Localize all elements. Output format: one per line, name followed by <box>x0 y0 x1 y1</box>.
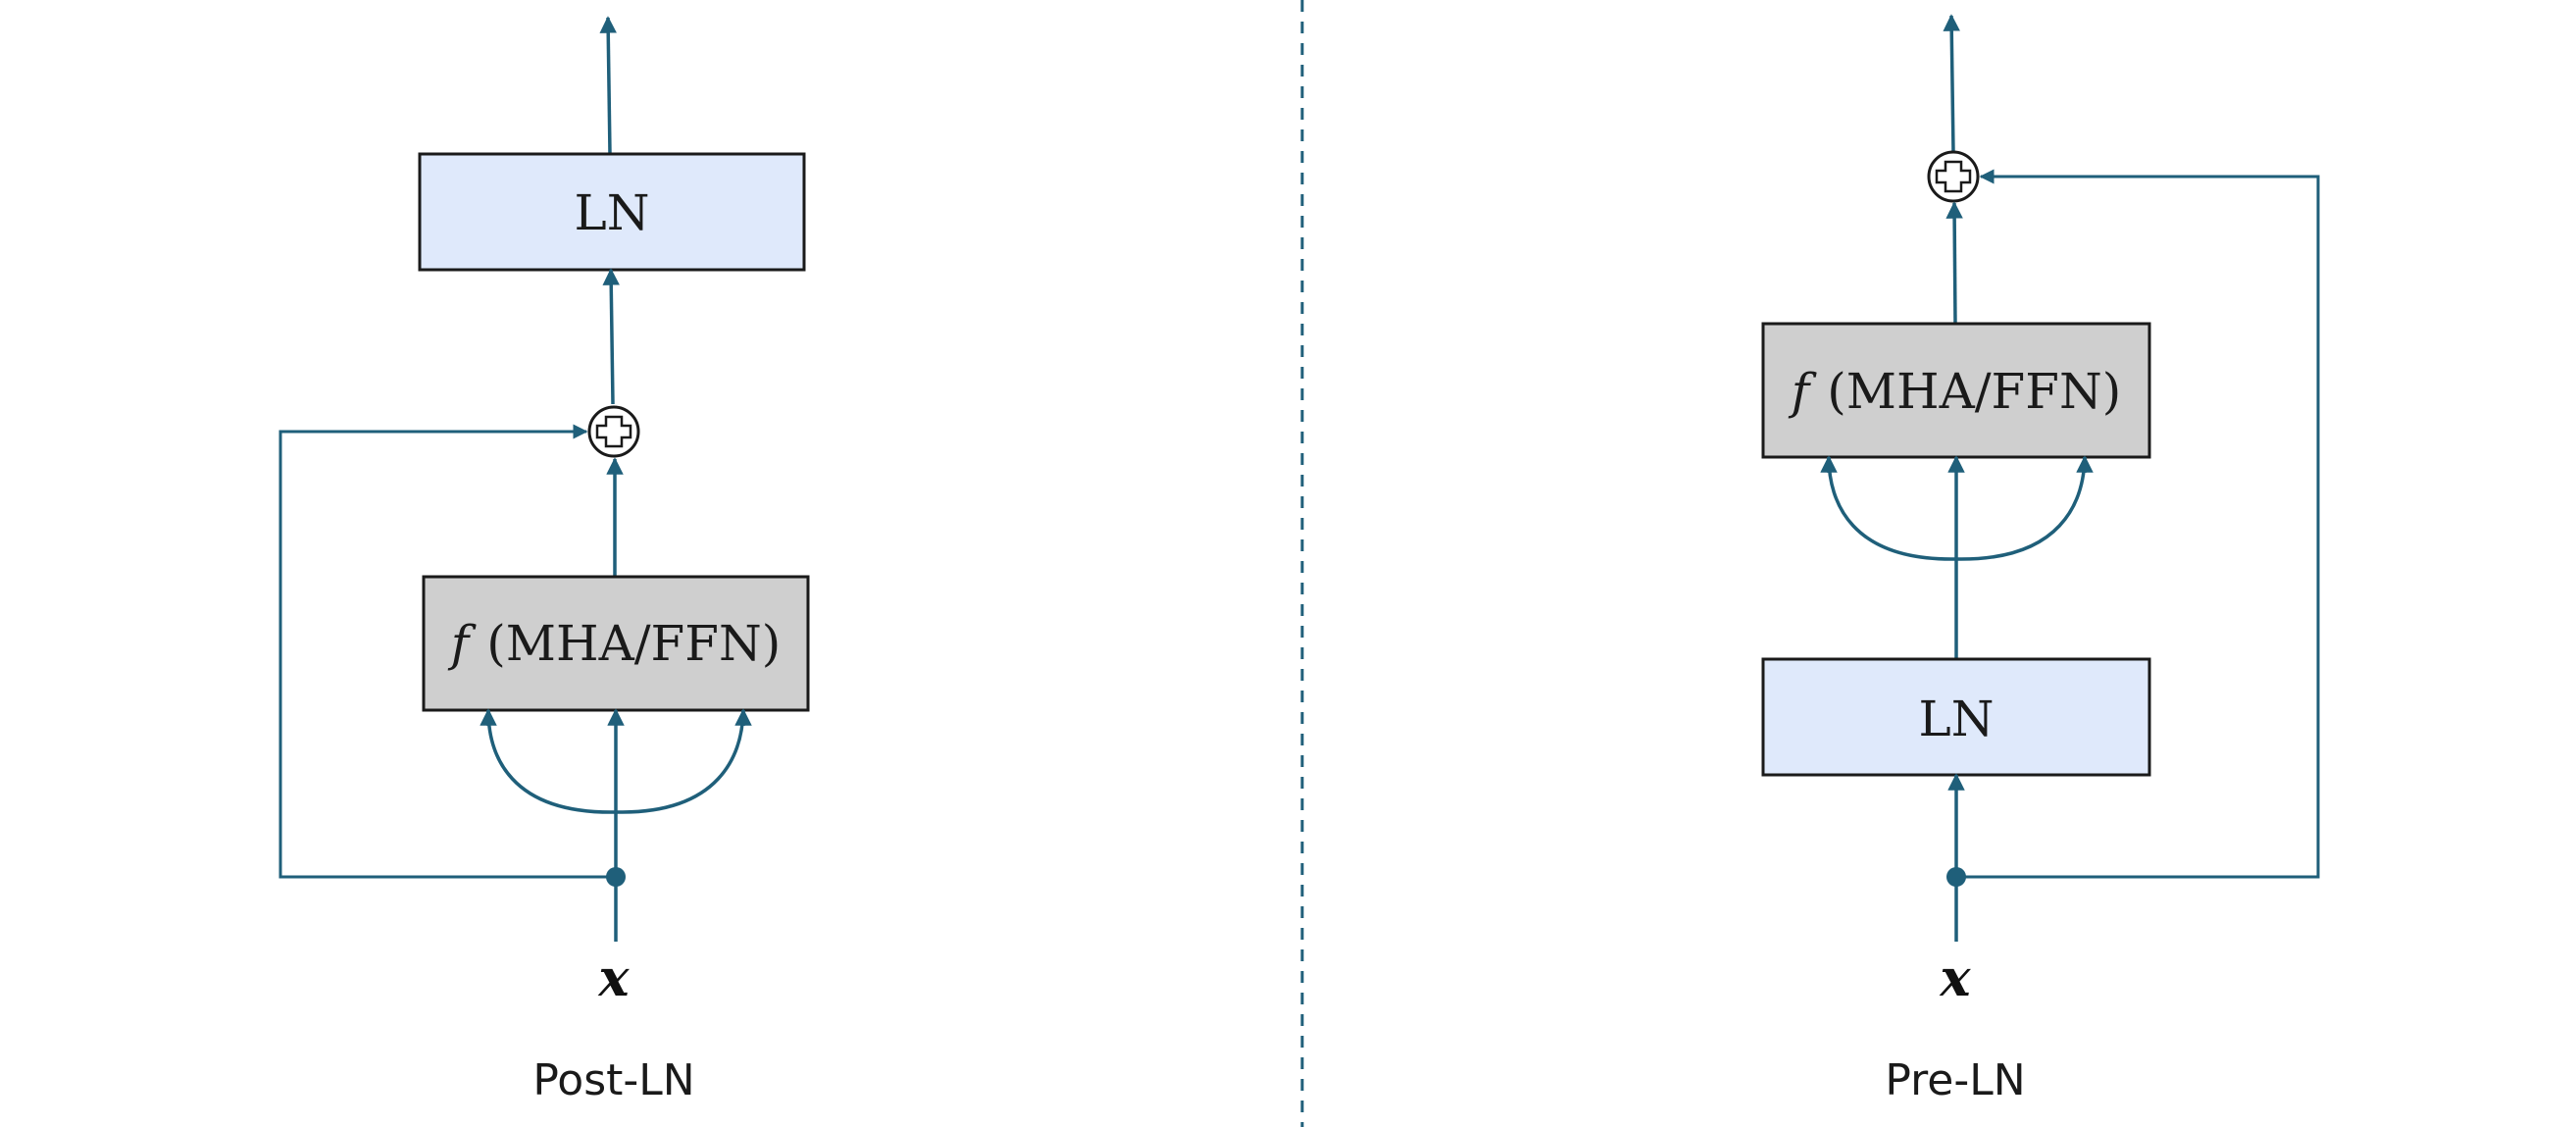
pre-ln-diagram: f (MHA/FFN) LN x Pre-LN <box>1761 14 2320 1105</box>
pre-ln-caption: Pre-LN <box>1885 1055 2025 1105</box>
pre-ln-func-box <box>1761 322 2151 459</box>
post-ln-ln-box <box>418 152 806 272</box>
post-ln-input-label: x <box>597 948 630 1008</box>
post-ln-func-text: f (MHA/FFN) <box>447 615 781 672</box>
post-ln-output-arrow <box>599 16 617 155</box>
post-ln-residual-path <box>278 424 616 879</box>
add-circle-icon <box>587 405 640 458</box>
branch-dot-icon <box>606 867 626 887</box>
post-ln-func-label: (MHA/FFN) <box>486 615 781 672</box>
post-ln-branch-curve <box>486 709 745 814</box>
pre-ln-func-text: f (MHA/FFN) <box>1788 363 2121 420</box>
post-ln-func-box <box>422 575 810 712</box>
post-ln-caption: Post-LN <box>532 1055 694 1105</box>
branch-dot-icon <box>1946 867 1966 887</box>
add-circle-icon <box>1927 150 1980 203</box>
post-ln-diagram: LN f (MHA/FFN) x Post-LN <box>278 16 810 1105</box>
pre-ln-input-label: x <box>1939 948 1971 1008</box>
post-ln-ln-label: LN <box>575 184 650 241</box>
pre-ln-output-arrow <box>1943 14 1960 153</box>
pre-ln-residual-path <box>1956 169 2320 879</box>
post-ln-add-to-ln-arrow <box>602 268 620 405</box>
pre-ln-func-label: (MHA/FFN) <box>1827 363 2121 420</box>
pre-ln-func-to-add-arrow <box>1945 201 1963 325</box>
pre-ln-branch-curve <box>1827 456 2087 561</box>
pre-ln-ln-label: LN <box>1919 691 1995 747</box>
